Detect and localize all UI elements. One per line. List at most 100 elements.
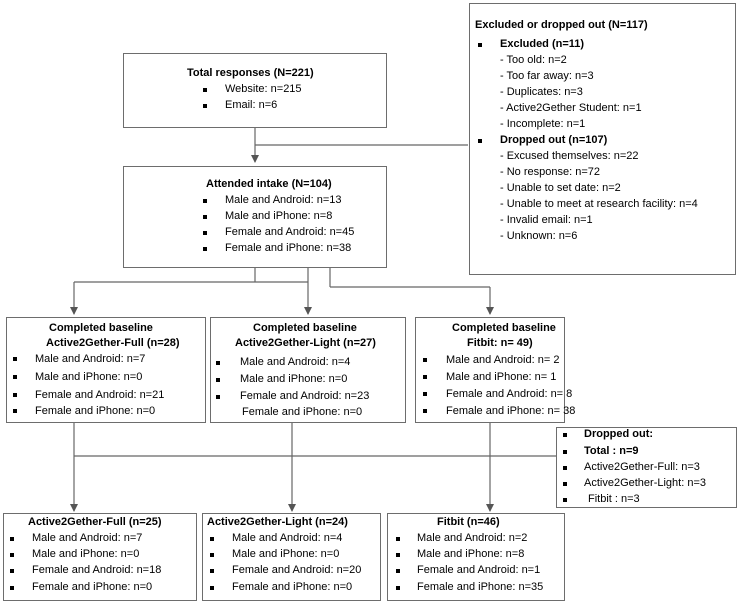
dropped-bullet <box>478 139 482 143</box>
baseline-full-item: Female and Android: n=21 <box>35 389 165 401</box>
final-light-item: Female and Android: n=20 <box>232 564 362 576</box>
dropped-item: - Excused themselves: n=22 <box>500 150 639 162</box>
baseline-fitbit-item: Male and iPhone: n= 1 <box>446 371 557 383</box>
intake-title: Attended intake (N=104) <box>206 178 332 190</box>
dropped-out-bullet <box>563 433 567 437</box>
final-full-bullet <box>10 537 14 541</box>
final-full-bullet <box>10 569 14 573</box>
intake-bullet <box>203 199 207 203</box>
baseline-full-bullet <box>13 357 17 361</box>
baseline-light-bullet <box>216 378 220 382</box>
baseline-full-item: Male and Android: n=7 <box>35 353 146 365</box>
baseline-fitbit-bullet <box>423 392 427 396</box>
intake-bullet <box>203 231 207 235</box>
final-light-bullet <box>210 553 214 557</box>
dropped-heading: Dropped out (n=107) <box>500 134 608 146</box>
dropped-out-bullet <box>563 450 567 454</box>
baseline-fitbit-bullet <box>423 409 427 413</box>
dropped-out-bullet <box>563 482 567 486</box>
total-bullet <box>203 104 207 108</box>
intake-item: Male and iPhone: n=8 <box>225 210 333 222</box>
intake-bullet <box>203 247 207 251</box>
dropped-out-bullet <box>563 498 567 502</box>
dropped-out-bullet <box>563 466 567 470</box>
total-responses-title: Total responses (N=221) <box>187 67 314 79</box>
dropped-item: - Invalid email: n=1 <box>500 214 593 226</box>
dropped-item: - Unknown: n=6 <box>500 230 578 242</box>
final-fitbit-item: Male and iPhone: n=8 <box>417 548 525 560</box>
final-light-bullet <box>210 537 214 541</box>
final-fitbit-bullet <box>396 553 400 557</box>
baseline-fitbit-bullet <box>423 358 427 362</box>
final-full-bullet <box>10 586 14 590</box>
baseline-fitbit-subtitle: Fitbit: n= 49) <box>467 337 533 349</box>
final-full-item: Male and Android: n=7 <box>32 532 143 544</box>
dropped-out-item: Active2Gether-Light: n=3 <box>584 477 706 489</box>
baseline-full-bullet <box>13 409 17 413</box>
intake-box <box>123 166 387 268</box>
dropped-item: - No response: n=72 <box>500 166 600 178</box>
baseline-light-item: Female and Android: n=23 <box>240 390 370 402</box>
excluded-item: - Too far away: n=3 <box>500 70 594 82</box>
total-item: Email: n=6 <box>225 99 278 111</box>
final-light-item: Male and iPhone: n=0 <box>232 548 340 560</box>
intake-bullet <box>203 215 207 219</box>
dropped-item: - Unable to set date: n=2 <box>500 182 621 194</box>
final-full-item: Male and iPhone: n=0 <box>32 548 140 560</box>
baseline-fitbit-box <box>415 317 565 423</box>
total-bullet <box>203 88 207 92</box>
baseline-light-bullet <box>216 361 220 365</box>
intake-item: Female and Android: n=45 <box>225 226 355 238</box>
final-fitbit-bullet <box>396 569 400 573</box>
baseline-fitbit-title: Completed baseline <box>452 322 556 334</box>
final-full-item: Female and Android: n=18 <box>32 564 162 576</box>
baseline-light-title: Completed baseline <box>253 322 357 334</box>
baseline-full-item: Female and iPhone: n=0 <box>35 405 156 417</box>
final-fitbit-title: Fitbit (n=46) <box>437 516 500 528</box>
dropped-out-box <box>556 427 737 508</box>
final-fitbit-item: Male and Android: n=2 <box>417 532 528 544</box>
excluded-item: - Incomplete: n=1 <box>500 118 586 130</box>
final-full-title: Active2Gether-Full (n=25) <box>28 516 162 528</box>
final-light-bullet <box>210 569 214 573</box>
total-item: Website: n=215 <box>225 83 302 95</box>
baseline-full-item: Male and iPhone: n=0 <box>35 371 143 383</box>
baseline-fitbit-bullet <box>423 375 427 379</box>
final-light-title: Active2Gether-Light (n=24) <box>207 516 348 528</box>
dropped-out-total: Total : n=9 <box>584 445 639 457</box>
final-fitbit-bullet <box>396 537 400 541</box>
final-fitbit-item: Female and Android: n=1 <box>417 564 541 576</box>
dropped-out-title: Dropped out: <box>584 428 654 440</box>
final-light-item: Male and Android: n=4 <box>232 532 343 544</box>
baseline-light-subtitle: Active2Gether-Light (n=27) <box>235 337 376 349</box>
final-full-bullet <box>10 553 14 557</box>
final-light-item: Female and iPhone: n=0 <box>232 581 353 593</box>
final-full-box <box>3 513 197 601</box>
excluded-item: - Active2Gether Student: n=1 <box>500 102 642 114</box>
final-fitbit-box <box>387 513 565 601</box>
baseline-full-bullet <box>13 393 17 397</box>
baseline-light-item: Female and iPhone: n=0 <box>242 406 363 418</box>
intake-item: Male and Android: n=13 <box>225 194 342 206</box>
baseline-light-box <box>210 317 406 423</box>
baseline-light-bullet <box>216 395 220 399</box>
excluded-heading: Excluded (n=11) <box>500 38 585 50</box>
excluded-title: Excluded or dropped out (N=117) <box>475 19 648 31</box>
baseline-fitbit-item: Female and Android: n= 8 <box>446 388 573 400</box>
baseline-light-item: Male and Android: n=4 <box>240 356 351 368</box>
final-light-box <box>202 513 381 601</box>
dropped-item: - Unable to meet at research facility: n… <box>500 198 698 210</box>
final-full-item: Female and iPhone: n=0 <box>32 581 153 593</box>
excluded-bullet <box>478 43 482 47</box>
dropped-out-item: Fitbit : n=3 <box>588 493 640 505</box>
baseline-full-title: Completed baseline <box>49 322 153 334</box>
baseline-full-subtitle: Active2Gether-Full (n=28) <box>46 337 180 349</box>
baseline-fitbit-item: Female and iPhone: n= 38 <box>446 405 576 417</box>
dropped-out-item: Active2Gether-Full: n=3 <box>584 461 700 473</box>
final-fitbit-bullet <box>396 586 400 590</box>
baseline-fitbit-item: Male and Android: n= 2 <box>446 354 560 366</box>
final-light-bullet <box>210 586 214 590</box>
excluded-item: - Duplicates: n=3 <box>500 86 583 98</box>
final-fitbit-item: Female and iPhone: n=35 <box>417 581 544 593</box>
